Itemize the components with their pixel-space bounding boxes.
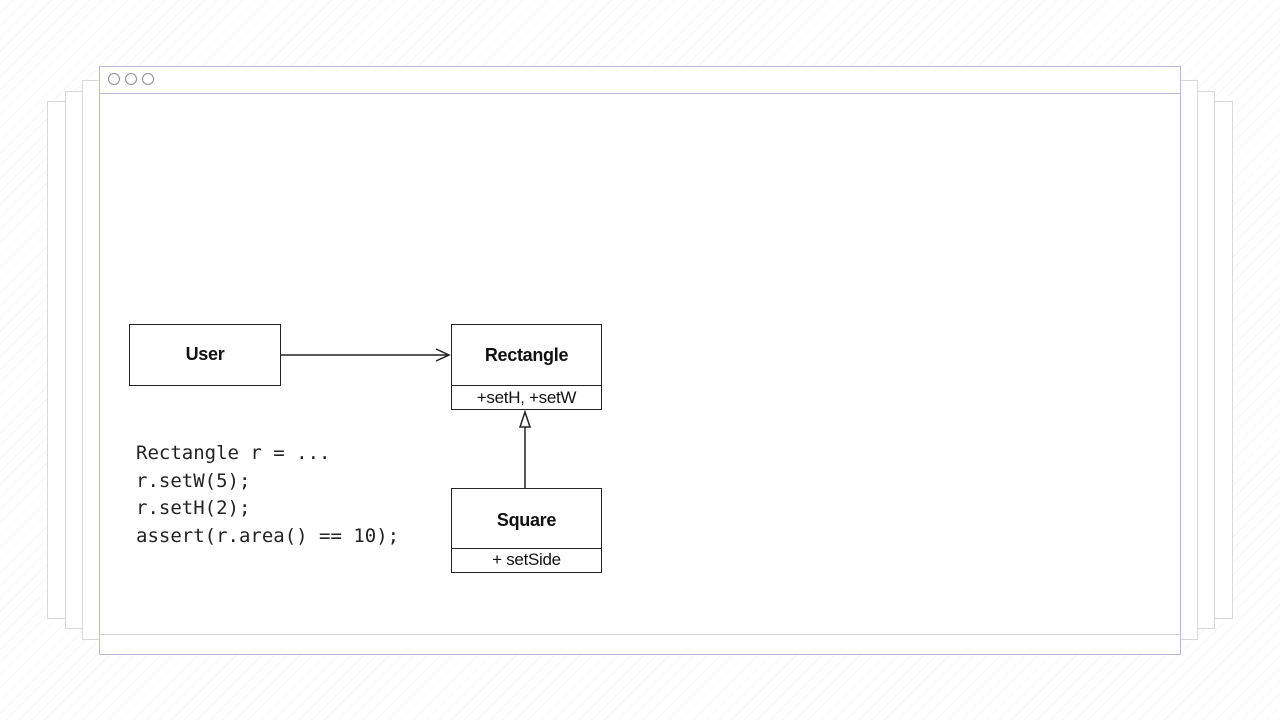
code-line: r.setW(5); — [136, 469, 251, 492]
window-titlebar — [100, 67, 1180, 94]
window-control-circle-icon[interactable] — [108, 73, 120, 85]
code-line: Rectangle r = ... — [136, 442, 331, 464]
window-control-circle-icon[interactable] — [125, 73, 137, 85]
code-snippet: Rectangle r = ... r.setW(5); r.setH(2); ass… — [136, 440, 399, 550]
rectangle-class-box: Rectangle +setH, +setW — [451, 324, 602, 410]
square-class-divider — [452, 548, 601, 549]
user-class-name: User — [185, 344, 225, 364]
rectangle-class-name: Rectangle — [484, 345, 569, 365]
window-control-circle-icon[interactable] — [142, 73, 154, 85]
code-line: assert(r.area() == 10); — [136, 524, 400, 547]
square-class-box: Square + setSide — [451, 488, 602, 573]
window-footer — [100, 634, 1180, 654]
user-class-box: User — [129, 324, 281, 386]
rectangle-class-operations: +setH, +setW — [476, 388, 577, 407]
generalization-arrow — [518, 409, 532, 489]
square-class-operations: + setSide — [492, 550, 561, 569]
square-class-name: Square — [496, 510, 557, 530]
rectangle-class-divider — [452, 385, 601, 386]
association-arrow — [280, 348, 451, 362]
code-line: r.setH(2); — [136, 497, 251, 519]
